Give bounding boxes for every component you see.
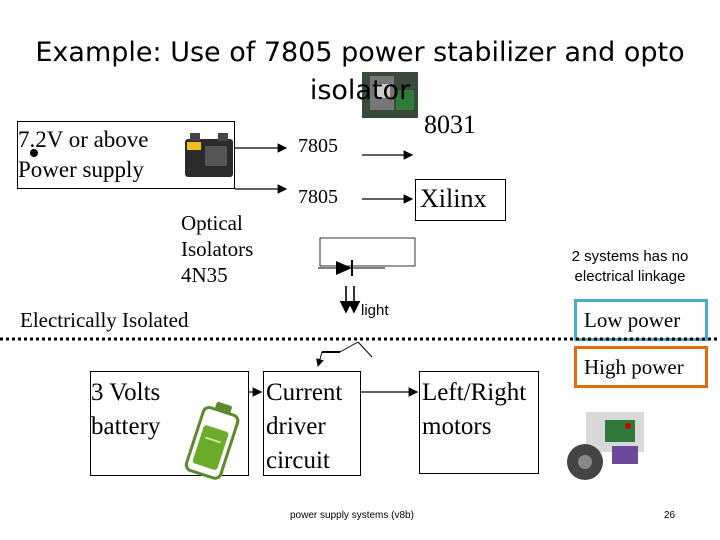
driver-box (263, 371, 361, 476)
light-arrows (339, 286, 361, 314)
opto-line2: Isolators (181, 237, 254, 261)
xilinx-label: Xilinx (420, 184, 487, 213)
no-linkage-box (554, 244, 704, 288)
chip-photo-icon (362, 72, 418, 118)
regulator-7805-top: 7805 (298, 135, 338, 157)
opto-input-box (319, 237, 416, 267)
driver-line3: circuit (266, 447, 330, 474)
page-number: 26 (664, 510, 676, 521)
motors-label: Left/Right motors (422, 376, 526, 444)
high-power-label: High power (584, 355, 684, 379)
light-label: light (361, 302, 389, 319)
car-battery-icon (30, 133, 233, 177)
driver-label: Current driver circuit (266, 376, 342, 478)
diode-icon (318, 260, 385, 276)
mcu-8031-label: 8031 (424, 110, 476, 139)
battery-line2: battery (91, 413, 161, 440)
aa-battery-icon (184, 401, 240, 480)
no-linkage-label: 2 systems has no electrical linkage (555, 247, 705, 287)
power-supply-label: 7.2V or above Power supply (18, 125, 149, 185)
optical-isolators-label: Optical Isolators 4N35 (181, 210, 253, 288)
power-supply-label-line1: 7.2V or above (18, 127, 149, 152)
xilinx-box (415, 179, 506, 221)
high-power-box (574, 346, 708, 388)
robot-photo-icon (567, 412, 644, 480)
opto-line3: 4N35 (181, 263, 228, 287)
no-linkage-line1: 2 systems has no (571, 248, 689, 265)
low-power-label: Low power (584, 308, 681, 332)
no-linkage-line2: electrical linkage (574, 268, 686, 285)
electrically-isolated-label: Electrically Isolated (20, 308, 189, 332)
opto-line1: Optical (181, 211, 243, 235)
driver-line1: Current (266, 379, 343, 406)
power-supply-label-line2: Power supply (18, 157, 144, 182)
motors-line2: motors (422, 413, 492, 440)
regulator-7805-bottom: 7805 (298, 186, 338, 208)
slide-title: Example: Use of 7805 power stabilizer an… (35, 37, 685, 106)
motors-box (419, 371, 539, 474)
driver-line2: driver (266, 413, 326, 440)
footer-source: power supply systems (v8b) (290, 510, 414, 521)
low-power-box (574, 299, 708, 341)
motors-line1: Left/Right (422, 379, 527, 406)
battery-label: 3 Volts battery (91, 376, 160, 444)
phototransistor-icon (316, 341, 373, 367)
battery-line1: 3 Volts (91, 379, 161, 406)
